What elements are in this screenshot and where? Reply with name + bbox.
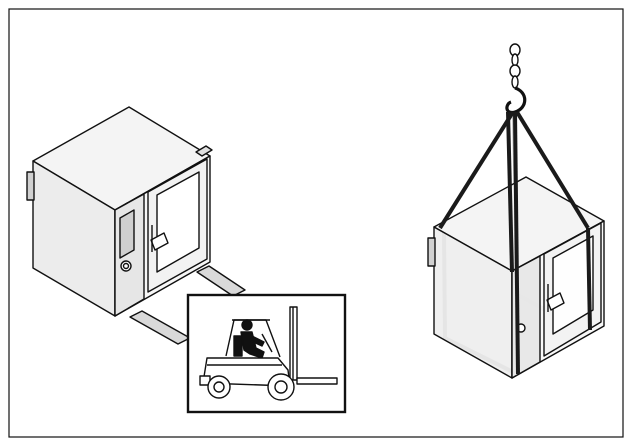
forklift-inset xyxy=(186,293,347,414)
crane-chain xyxy=(509,43,521,89)
lifting-straps xyxy=(438,110,592,375)
driver-head xyxy=(241,319,253,331)
oven-on-forks xyxy=(26,106,246,345)
forklift-icon xyxy=(199,306,338,401)
oven-lifted-by-crane xyxy=(427,43,605,379)
